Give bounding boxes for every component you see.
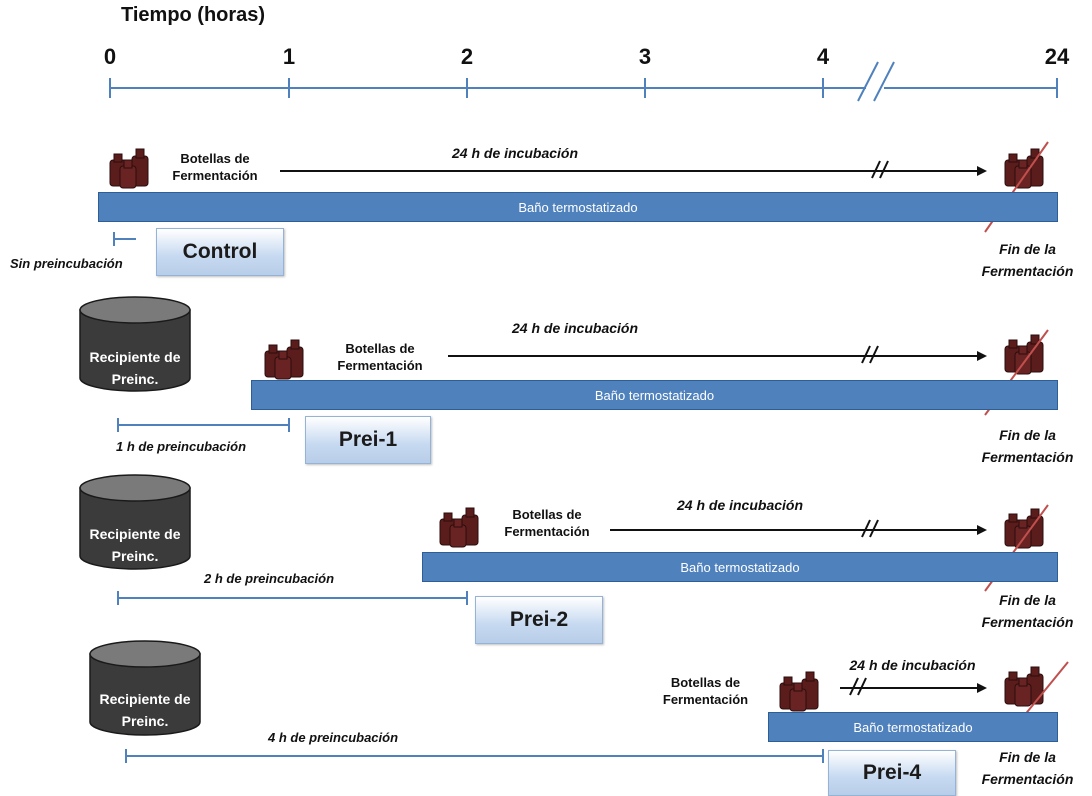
tick-label: 4 [816, 44, 830, 69]
preincubation-label: Sin preincubación [10, 256, 123, 271]
vessel-label: Recipiente de Preinc. [89, 526, 181, 564]
row-label-box: Control [156, 228, 284, 276]
incubation-label: 24 h de incubación [511, 320, 639, 336]
bottles-icon [1004, 334, 1044, 375]
bottles-label: Botellas de Fermentación [337, 341, 423, 373]
bottles-icon [779, 671, 819, 712]
row-prei-4 [89, 640, 1069, 763]
tick-label: 0 [103, 44, 117, 69]
row-label-box: Prei-2 [475, 596, 603, 644]
incubation-label: 24 h de incubación [676, 497, 804, 513]
bottles-icon [109, 148, 149, 189]
bottles-icon [264, 339, 304, 380]
incubation-label: 24 h de incubación [849, 657, 976, 673]
tick-label: 1 [282, 44, 296, 69]
incubation-label: 24 h de incubación [451, 145, 579, 161]
bath-bar: Baño termostatizado [768, 712, 1058, 742]
end-label: Fin de la Fermentación [981, 427, 1074, 465]
end-label: Fin de la Fermentación [981, 241, 1074, 279]
bath-bar: Baño termostatizado [251, 380, 1058, 410]
preincubation-label: 1 h de preincubación [116, 439, 247, 454]
row-label-box: Prei-4 [828, 750, 956, 796]
bottles-icon [1004, 508, 1044, 549]
tick-label: 2 [460, 44, 474, 69]
bottles-icon [1004, 148, 1044, 189]
bottles-label: Botellas de Fermentación [504, 507, 590, 539]
tick-label: 3 [638, 44, 652, 69]
bottles-icon [439, 507, 479, 548]
bottles-label: Botellas de Fermentación [662, 675, 749, 707]
end-label: Fin de la Fermentación [981, 592, 1074, 630]
bottles-label: Botellas de Fermentación [172, 151, 258, 183]
vessel-label: Recipiente de Preinc. [99, 691, 191, 729]
preincubation-label: 4 h de preincubación [268, 730, 399, 745]
bath-bar: Baño termostatizado [98, 192, 1058, 222]
time-axis [109, 61, 1058, 102]
end-label: Fin de la Fermentación [981, 749, 1074, 787]
tick-label: 24 [1044, 44, 1070, 69]
preincubation-label: 2 h de preincubación [204, 571, 335, 586]
row-label-box: Prei-1 [305, 416, 431, 464]
axis-title: Tiempo (horas) [121, 4, 266, 26]
bath-bar: Baño termostatizado [422, 552, 1058, 582]
vessel-label: Recipiente de Preinc. [89, 349, 181, 387]
